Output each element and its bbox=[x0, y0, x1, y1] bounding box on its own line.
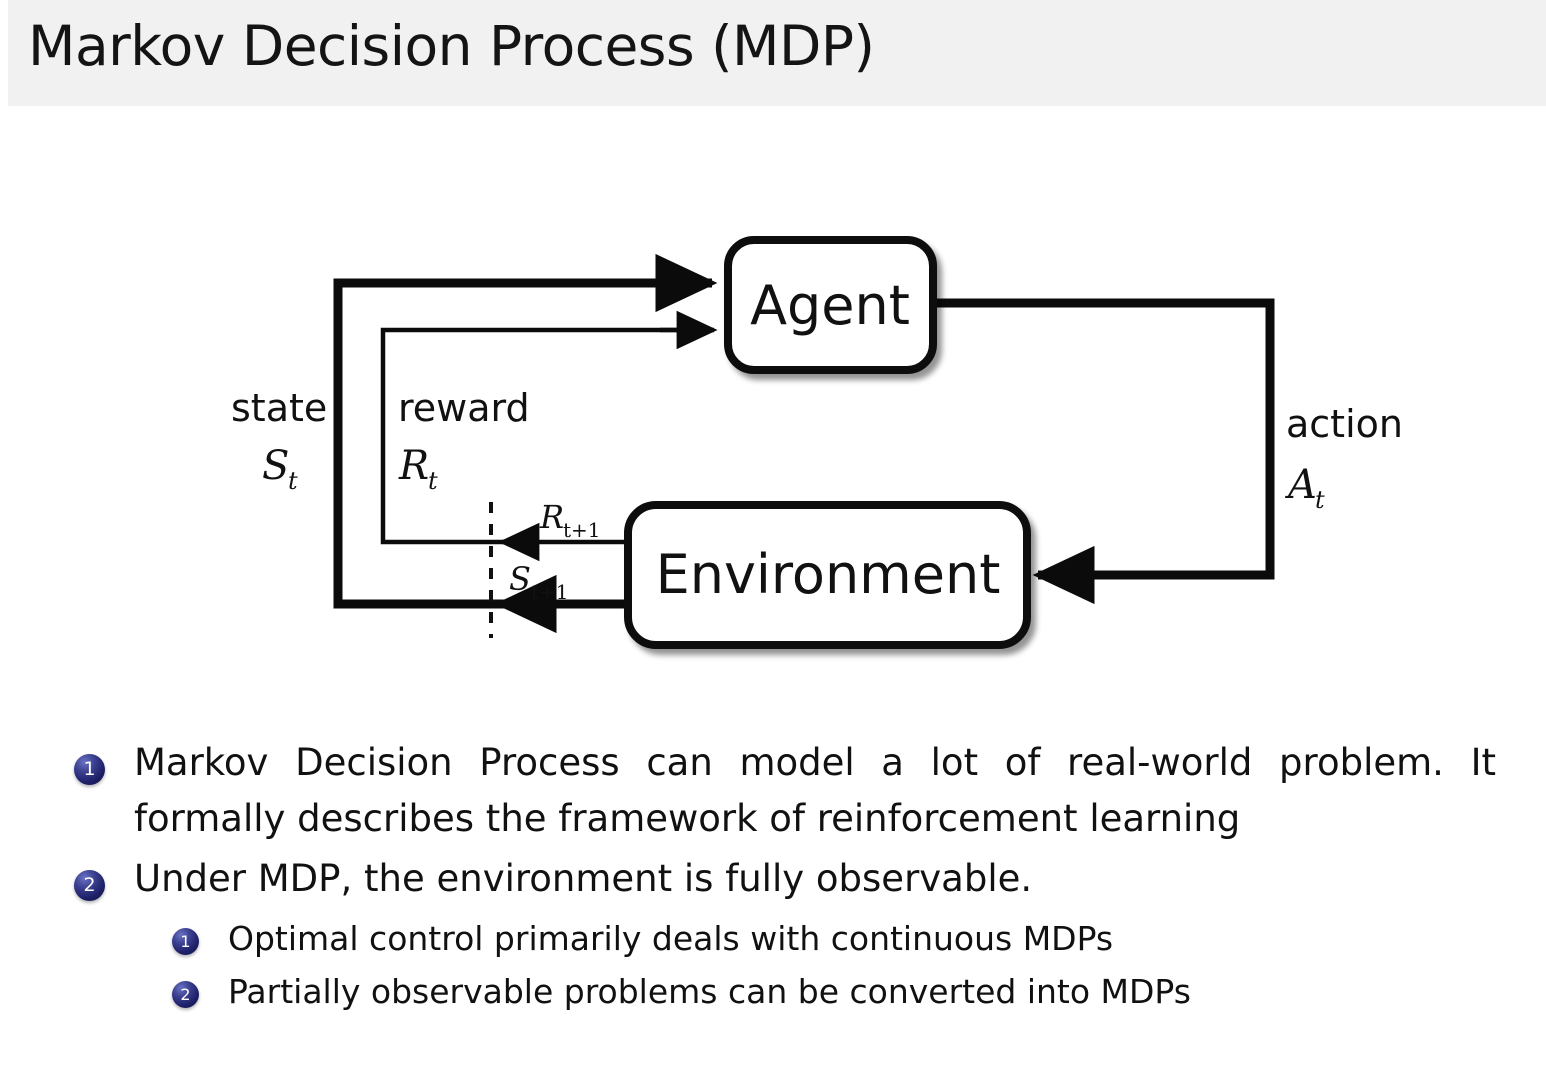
sub-list-item-text: Optimal control primarily deals with con… bbox=[228, 918, 1114, 958]
next-reward-symbol: R bbox=[539, 498, 564, 536]
slide-header-bar: Markov Decision Process (MDP) bbox=[0, 0, 1546, 106]
action-label-symbol: A bbox=[1284, 462, 1317, 508]
sub-list-item-text: Partially observable problems can be con… bbox=[228, 972, 1191, 1012]
mdp-interaction-diagram: Agent Environment state S t reward R t a… bbox=[0, 106, 1546, 726]
action-edge bbox=[933, 298, 1275, 605]
next-state-symbol: S bbox=[509, 560, 531, 598]
reward-label-group: reward R t bbox=[398, 386, 530, 495]
sub-list-item[interactable]: 2 Partially observable problems can be c… bbox=[0, 965, 1546, 1018]
enumerate-ball-marker: 1 bbox=[74, 754, 105, 785]
header-left-margin bbox=[0, 0, 8, 106]
reward-label-word: reward bbox=[398, 386, 530, 430]
next-reward-label-group: R t+1 bbox=[539, 498, 601, 542]
enumerate-ball-marker: 2 bbox=[172, 981, 199, 1009]
page-title: Markov Decision Process (MDP) bbox=[28, 14, 875, 78]
state-edge bbox=[333, 253, 718, 634]
reward-edge bbox=[380, 310, 718, 562]
list-item[interactable]: 2 Under MDP, the environment is fully ob… bbox=[0, 851, 1546, 907]
list-item[interactable]: 1 Markov Decision Process can model a lo… bbox=[0, 735, 1546, 847]
environment-box-label: Environment bbox=[656, 543, 1001, 606]
action-label-symbol-subscript: t bbox=[1315, 486, 1325, 514]
sub-list-item[interactable]: 1 Optimal control primarily deals with c… bbox=[0, 912, 1546, 965]
list-item-text: Markov Decision Process can model a lot … bbox=[134, 741, 1496, 841]
list-item-text: Under MDP, the environment is fully obse… bbox=[134, 857, 1033, 901]
reward-label-symbol-subscript: t bbox=[428, 467, 438, 495]
agent-box-label: Agent bbox=[750, 274, 910, 337]
action-label-word: action bbox=[1286, 402, 1403, 446]
environment-box: Environment bbox=[624, 501, 1031, 649]
state-label-symbol-subscript: t bbox=[288, 467, 298, 495]
state-label-group: state S t bbox=[231, 386, 327, 495]
state-label-word: state bbox=[231, 386, 327, 430]
state-label-symbol: S bbox=[262, 443, 289, 489]
agent-box: Agent bbox=[724, 236, 937, 374]
next-state-label-group: S t+1 bbox=[509, 560, 569, 604]
enumerate-ball-marker: 2 bbox=[74, 870, 105, 902]
next-state-subscript: t+1 bbox=[531, 580, 569, 604]
enumerate-ball-marker: 1 bbox=[172, 927, 199, 955]
bullet-list: 1 Markov Decision Process can model a lo… bbox=[0, 735, 1546, 1019]
action-label-group: action A t bbox=[1284, 402, 1403, 514]
next-reward-subscript: t+1 bbox=[563, 518, 601, 542]
reward-label-symbol: R bbox=[398, 443, 429, 489]
